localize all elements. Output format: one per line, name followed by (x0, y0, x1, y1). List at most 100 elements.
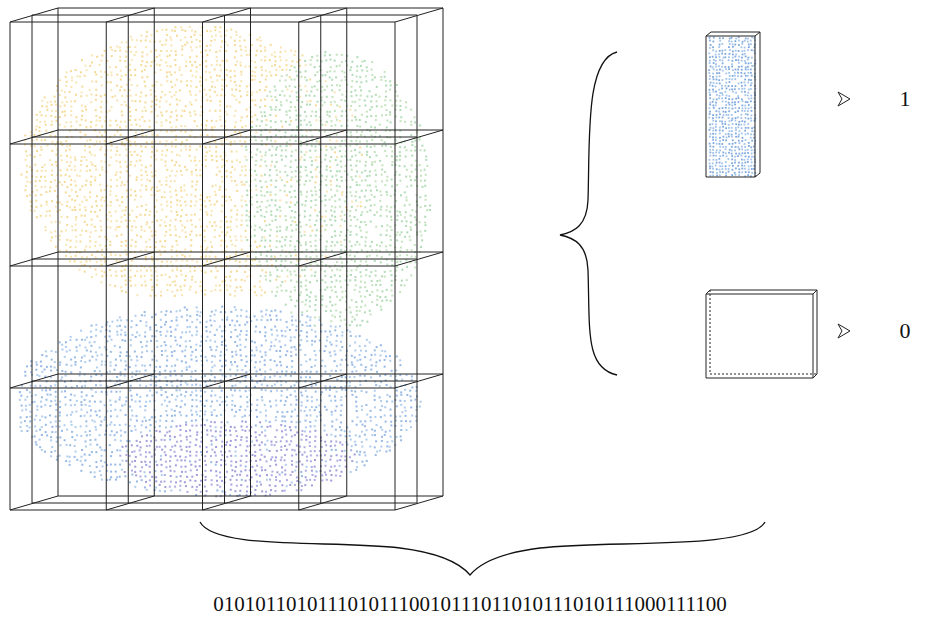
cloud-point (116, 431, 118, 433)
cloud-point (69, 149, 71, 151)
cloud-point (171, 86, 173, 88)
cloud-point (146, 341, 148, 343)
cloud-point (174, 414, 176, 416)
cloud-point (100, 420, 102, 422)
cloud-point (85, 109, 87, 111)
cloud-point (149, 326, 151, 328)
cloud-point (140, 320, 142, 322)
cloud-point (116, 85, 118, 87)
cloud-point (54, 450, 56, 452)
cloud-point (161, 389, 163, 391)
cloud-point (55, 235, 57, 237)
cloud-point (139, 406, 141, 408)
cloud-point (169, 371, 171, 373)
cloud-point (149, 214, 151, 216)
cloud-point (114, 95, 116, 97)
cloud-point (59, 426, 61, 428)
cloud-point (166, 55, 168, 57)
cloud-point (49, 190, 51, 192)
cloud-point (116, 226, 118, 228)
cloud-point (50, 104, 52, 106)
cloud-point (171, 415, 173, 417)
cloud-point (174, 410, 176, 412)
cloud-point (140, 454, 142, 456)
cloud-point (35, 415, 37, 417)
cloud-point (41, 186, 43, 188)
cloud-point (94, 154, 96, 156)
cloud-point (35, 180, 37, 182)
cloud-point (80, 366, 82, 368)
cloud-point (89, 434, 91, 436)
cloud-point (41, 139, 43, 141)
cloud-point (66, 81, 68, 83)
cloud-point (141, 174, 143, 176)
cloud-point (116, 179, 118, 181)
cloud-point (134, 69, 136, 71)
cloud-point (136, 124, 138, 126)
cloud-point (176, 35, 178, 37)
cloud-point (181, 449, 183, 451)
cloud-point (110, 156, 112, 158)
cloud-point (125, 284, 127, 286)
cloud-point (134, 151, 136, 153)
cloud-point (191, 279, 193, 281)
cloud-point (144, 486, 146, 488)
cloud-point (189, 146, 191, 148)
cloud-point (124, 326, 126, 328)
cloud-point (34, 401, 36, 403)
cloud-point (120, 374, 122, 376)
cloud-point (186, 450, 188, 452)
cloud-point (96, 355, 98, 357)
cloud-point (110, 404, 112, 406)
cloud-point (86, 140, 88, 142)
cloud-point (175, 329, 177, 331)
cloud-point (151, 335, 153, 337)
cloud-point (174, 365, 176, 367)
cloud-point (181, 45, 183, 47)
cloud-point (64, 110, 66, 112)
cloud-point (130, 194, 132, 196)
cloud-point (74, 364, 76, 366)
cloud-point (131, 154, 133, 156)
cloud-point (136, 294, 138, 296)
cloud-point (80, 71, 82, 73)
cloud-point (136, 480, 138, 482)
cloud-point (134, 466, 136, 468)
cloud-point (95, 384, 97, 386)
cloud-point (146, 179, 148, 181)
cloud-point (104, 461, 106, 463)
cloud-point (174, 226, 176, 228)
cloud-point (149, 461, 151, 463)
cloud-point (184, 395, 186, 397)
cloud-point (146, 489, 148, 491)
cloud-point (94, 426, 96, 428)
cloud-point (181, 471, 183, 473)
cloud-point (41, 114, 43, 116)
cloud-point (114, 134, 116, 136)
cloud-point (85, 119, 87, 121)
cloud-point (171, 130, 173, 132)
cloud-point (130, 95, 132, 97)
cloud-point (79, 371, 81, 373)
cloud-point (71, 225, 73, 227)
cloud-point (81, 215, 83, 217)
cloud-point (134, 486, 136, 488)
cloud-point (144, 471, 146, 473)
cloud-point (109, 164, 111, 166)
cloud-point (180, 149, 182, 151)
cloud-point (34, 419, 36, 421)
cloud-point (66, 444, 68, 446)
cloud-point (176, 119, 178, 121)
cloud-point (139, 96, 141, 98)
cloud-point (176, 344, 178, 346)
cloud-point (140, 431, 142, 433)
cloud-point (129, 119, 131, 121)
cloud-point (59, 415, 61, 417)
cloud-point (155, 421, 157, 423)
cloud-point (35, 430, 37, 432)
cloud-point (90, 94, 92, 96)
cloud-point (61, 230, 63, 232)
cloud-point (180, 125, 182, 127)
cloud-point (170, 74, 172, 76)
cloud-point (145, 426, 147, 428)
